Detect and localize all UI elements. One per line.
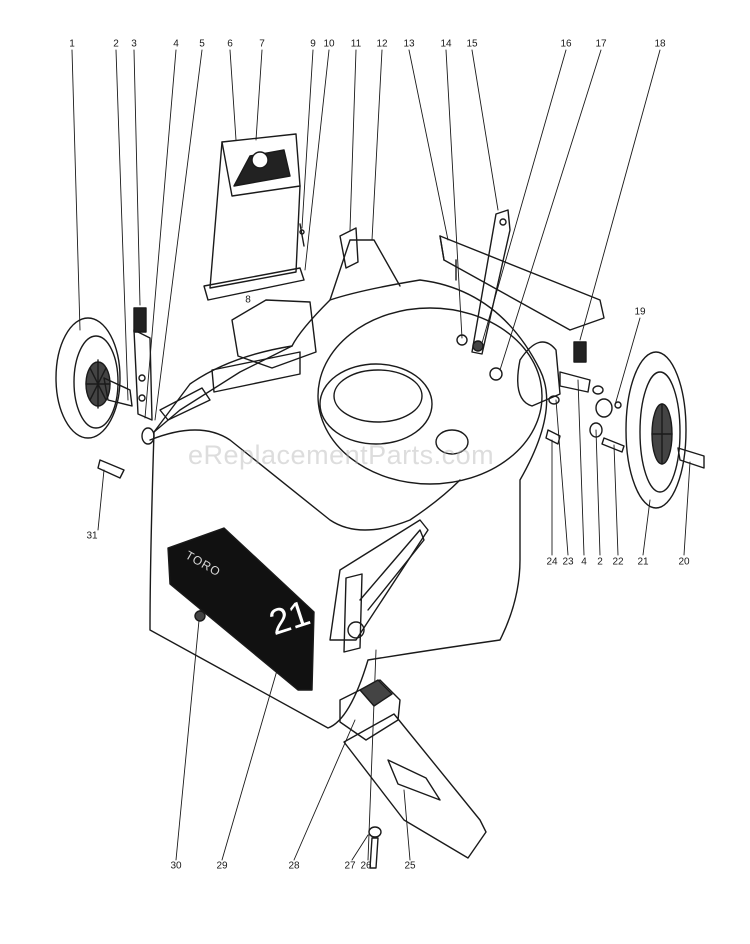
left-wheel — [55, 317, 133, 439]
rear-baffle — [439, 235, 605, 331]
callout-29: 29 — [216, 860, 228, 872]
callout-2: 2 — [113, 38, 119, 50]
callout-4b: 4 — [581, 556, 587, 568]
callout-8: 8 — [245, 294, 251, 306]
callout-21: 21 — [637, 556, 649, 568]
right-axle-bolt — [677, 447, 705, 469]
callout-23: 23 — [562, 556, 574, 568]
blade-adapter — [339, 679, 401, 741]
callout-6: 6 — [227, 38, 233, 50]
callout-15: 15 — [466, 38, 478, 50]
callout-26: 26 — [360, 860, 372, 872]
callout-2b: 2 — [597, 556, 603, 568]
callout-25: 25 — [404, 860, 416, 872]
right-wheel — [625, 351, 687, 509]
callout-17: 17 — [595, 38, 607, 50]
watermark: eReplacementParts.com — [188, 440, 495, 470]
left-wheel-bracket — [133, 307, 155, 445]
callout-7: 7 — [259, 38, 265, 50]
callout-24: 24 — [546, 556, 558, 568]
callout-31: 31 — [86, 530, 98, 542]
deck-nut — [194, 610, 206, 622]
blade — [343, 713, 487, 859]
callout-20: 20 — [678, 556, 690, 568]
callout-1: 1 — [69, 38, 75, 50]
deck-decal — [167, 527, 315, 691]
callout-30: 30 — [170, 860, 182, 872]
callout-11: 11 — [350, 38, 362, 50]
callout-13: 13 — [403, 38, 415, 50]
callout-14: 14 — [440, 38, 452, 50]
right-height-bracket — [517, 341, 591, 407]
callout-12: 12 — [376, 38, 388, 50]
callout-3: 3 — [131, 38, 137, 50]
callout-9: 9 — [310, 38, 316, 50]
callout-10: 10 — [323, 38, 335, 50]
callout-28: 28 — [288, 860, 300, 872]
callout-27: 27 — [344, 860, 356, 872]
callout-16: 16 — [560, 38, 572, 50]
chute-door — [203, 133, 305, 301]
handle-bracket — [456, 209, 511, 355]
callout-5: 5 — [199, 38, 205, 50]
mower-deck — [149, 227, 548, 729]
callout-19: 19 — [634, 306, 646, 318]
callout-4: 4 — [173, 38, 179, 50]
left-axle-bolt — [97, 459, 125, 479]
callout-18: 18 — [654, 38, 666, 50]
chute-spring-9 — [299, 223, 305, 247]
callout-22: 22 — [612, 556, 624, 568]
blade-bolt — [368, 826, 382, 869]
